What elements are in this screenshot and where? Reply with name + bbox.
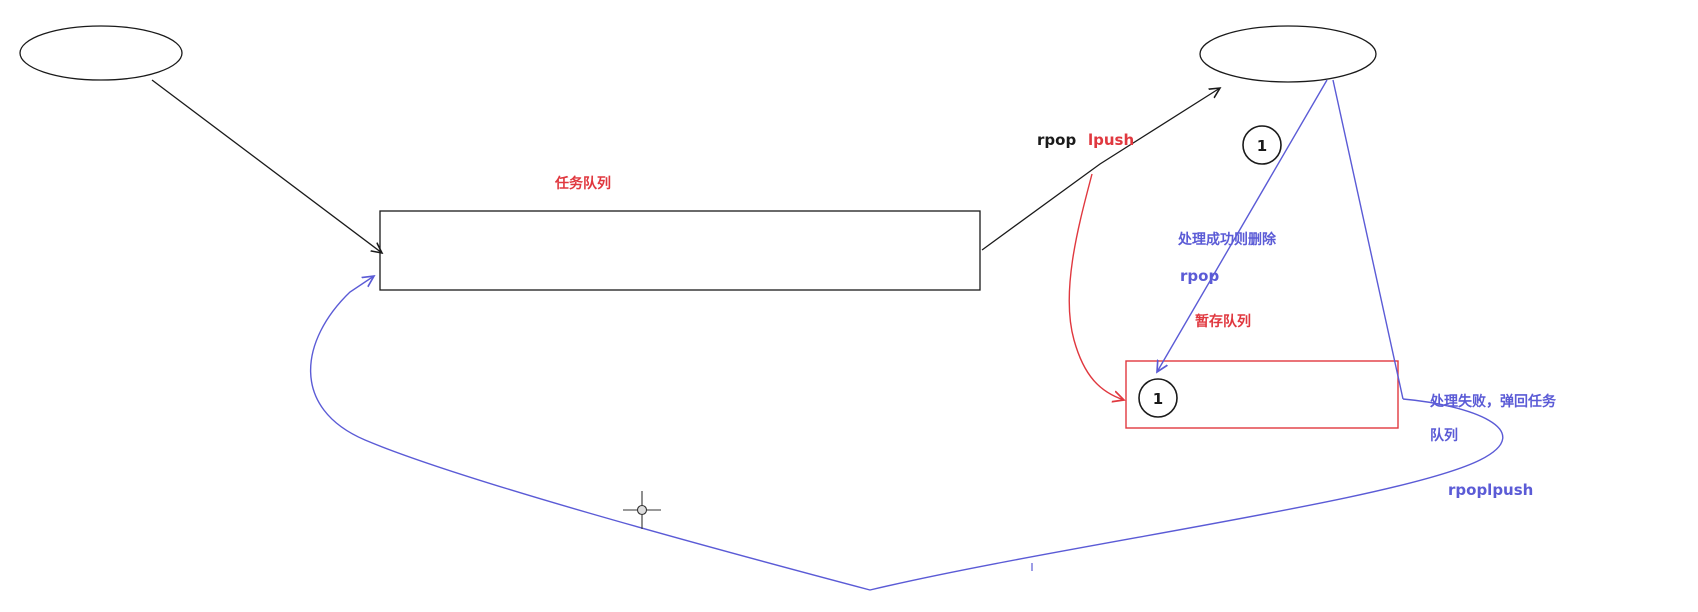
temp-queue-box xyxy=(1125,360,1399,429)
fail-return-label-line1: 处理失败，弹回任务 xyxy=(1429,393,1557,410)
task-queue-box xyxy=(379,210,981,291)
lpush-to-temp-arrow xyxy=(1068,173,1124,400)
temp-queue-label: 暂存队列 xyxy=(1195,313,1251,330)
producer-to-queue-arrow xyxy=(151,79,382,253)
badge-bottom-label: 1 xyxy=(1153,390,1163,408)
success-delete-arrow xyxy=(1157,79,1328,372)
lpush-label: lpush xyxy=(1088,131,1134,149)
badge-top-label: 1 xyxy=(1257,137,1267,155)
success-delete-label: 处理成功则删除 xyxy=(1177,231,1277,248)
fail-return-label-line2: 队列 xyxy=(1430,427,1458,444)
badge-bottom: 1 xyxy=(1138,378,1178,418)
consumer-fail-line xyxy=(1332,79,1404,400)
rpoplpush-return-arrow xyxy=(310,276,1504,591)
consumer-ellipse xyxy=(1199,25,1377,83)
rpoplpush-label: rpoplpush xyxy=(1448,481,1533,499)
crosshair-cursor-icon xyxy=(623,491,661,529)
rpop-label: rpop xyxy=(1037,131,1076,149)
task-queue-label: 任务队列 xyxy=(554,175,611,192)
rpop-blue-label: rpop xyxy=(1180,267,1219,285)
badge-top: 1 xyxy=(1242,125,1282,165)
producer-ellipse xyxy=(19,25,183,81)
queue-to-consumer-arrow xyxy=(981,88,1220,251)
